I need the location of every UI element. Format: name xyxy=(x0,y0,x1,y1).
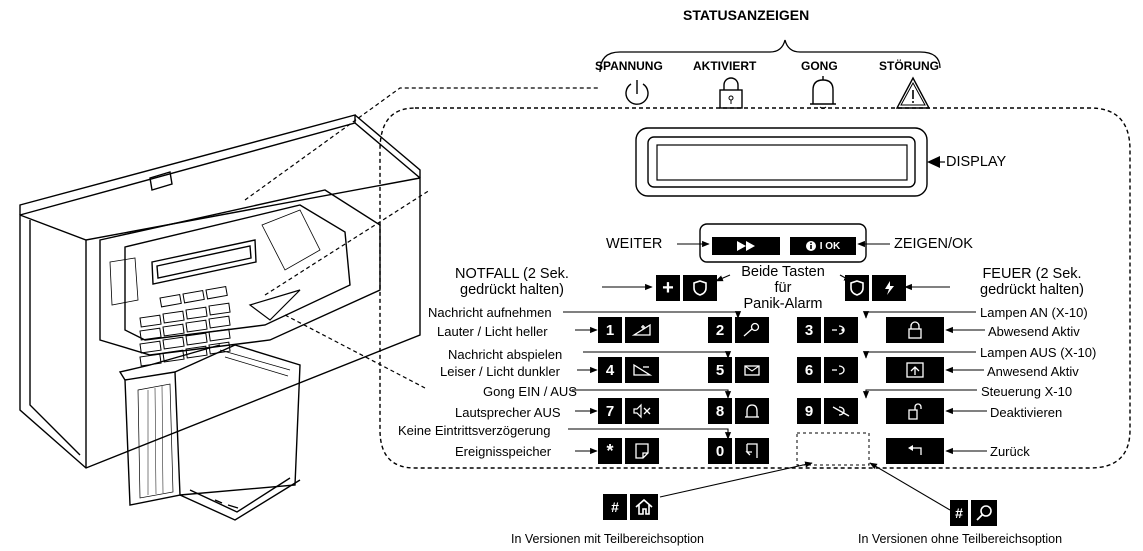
key-star-digit: * xyxy=(598,438,622,464)
event-log-icon xyxy=(625,438,659,464)
microphone-icon xyxy=(735,317,769,343)
caption-without-partition: In Versionen ohne Teilbereichsoption xyxy=(858,532,1063,546)
feuer-line-1: FEUER (2 Sek. xyxy=(982,266,1082,282)
weiter-label: WEITER xyxy=(606,236,663,252)
key-6[interactable]: 6 xyxy=(797,357,858,383)
label-leiser: Leiser / Licht dunkler xyxy=(440,364,560,379)
speaker-mute-icon xyxy=(625,398,659,424)
pointer-arrow xyxy=(248,289,301,321)
status-label-stoerung: STÖRUNG xyxy=(879,59,939,73)
notfall-label: NOTFALL (2 Sek. gedrückt halten) xyxy=(427,266,597,298)
panic-note-line-1: Beide Tasten xyxy=(741,264,825,280)
padlock-icon xyxy=(908,321,922,339)
label-lautsprecher-aus: Lautsprecher AUS xyxy=(455,405,561,420)
label-anwesend: Anwesend Aktiv xyxy=(987,364,1079,379)
label-nachricht-abspielen: Nachricht abspielen xyxy=(448,347,563,362)
info-icon xyxy=(805,241,816,251)
home-arm-icon xyxy=(906,362,924,378)
key-9[interactable]: 9 xyxy=(797,398,858,424)
shield-icon xyxy=(683,275,717,301)
x10-control-icon xyxy=(824,398,858,424)
feuer-line-2: gedrückt halten) xyxy=(980,282,1084,298)
notfall-line-1: NOTFALL (2 Sek. xyxy=(455,266,569,282)
label-abwesend: Abwesend Aktiv xyxy=(988,324,1080,339)
panic-note: Beide Tasten für Panik-Alarm xyxy=(724,264,842,312)
key-6-digit: 6 xyxy=(797,357,821,383)
key-5-digit: 5 xyxy=(708,357,732,383)
key-1[interactable]: 1 xyxy=(598,317,659,343)
bell-icon xyxy=(810,76,836,110)
plus-icon: + xyxy=(656,275,680,301)
status-title: STATUSANZEIGEN xyxy=(683,7,810,23)
key-3[interactable]: 3 xyxy=(797,317,858,343)
display-label: DISPLAY xyxy=(946,154,1007,170)
status-label-gong: GONG xyxy=(801,59,838,73)
label-lampen-an: Lampen AN (X-10) xyxy=(980,305,1088,320)
zeigen-ok-button[interactable]: I OK xyxy=(790,237,856,255)
flame-icon xyxy=(872,275,906,301)
key-8-digit: 8 xyxy=(708,398,732,424)
key-2[interactable]: 2 xyxy=(708,317,769,343)
label-lauter: Lauter / Licht heller xyxy=(437,324,548,339)
key-5[interactable]: 5 xyxy=(708,357,769,383)
hash-key-partition[interactable]: # xyxy=(603,494,658,520)
lamp-off-icon xyxy=(824,357,858,383)
volume-up-icon xyxy=(625,317,659,343)
door-entry-icon xyxy=(735,438,769,464)
label-ereignisspeicher: Ereignisspeicher xyxy=(455,444,552,459)
volume-down-icon xyxy=(625,357,659,383)
power-icon xyxy=(625,80,649,105)
feuer-label: FEUER (2 Sek. gedrückt halten) xyxy=(952,266,1112,298)
label-zurueck: Zurück xyxy=(990,444,1030,459)
label-deaktivieren: Deaktivieren xyxy=(990,405,1063,420)
key-7-digit: 7 xyxy=(598,398,622,424)
ok-key-text: I OK xyxy=(819,240,841,252)
notfall-line-2: gedrückt halten) xyxy=(460,282,564,298)
hash-digit-2: # xyxy=(950,500,968,526)
caption-with-partition: In Versionen mit Teilbereichsoption xyxy=(511,532,704,546)
panic-note-line-2: für xyxy=(774,280,792,296)
panic-note-line-3: Panik-Alarm xyxy=(743,296,823,312)
zeigen-ok-label: ZEIGEN/OK xyxy=(894,236,973,252)
emergency-key[interactable]: + xyxy=(656,275,717,301)
open-padlock-icon xyxy=(908,403,922,420)
key-star[interactable]: * xyxy=(598,438,659,464)
search-icon xyxy=(971,500,997,526)
status-label-aktiviert: AKTIVIERT xyxy=(693,59,757,73)
weiter-button[interactable] xyxy=(712,237,780,255)
key-8[interactable]: 8 xyxy=(708,398,769,424)
key-7[interactable]: 7 xyxy=(598,398,659,424)
status-label-spannung: SPANNUNG xyxy=(595,59,663,73)
label-steuerung-x10: Steuerung X-10 xyxy=(981,384,1073,399)
padlock-icon xyxy=(719,77,743,109)
key-away[interactable] xyxy=(886,317,944,343)
key-back[interactable] xyxy=(886,438,944,464)
key-3-digit: 3 xyxy=(797,317,821,343)
label-keine-eintrittsverzoegerung: Keine Eintrittsverzögerung xyxy=(398,423,551,438)
home-icon xyxy=(630,494,658,520)
key-home[interactable] xyxy=(886,357,944,383)
fast-forward-icon xyxy=(737,241,755,251)
key-0[interactable]: 0 xyxy=(708,438,769,464)
key-0-digit: 0 xyxy=(708,438,732,464)
bell-icon xyxy=(735,398,769,424)
key-1-digit: 1 xyxy=(598,317,622,343)
hash-digit-1: # xyxy=(603,494,627,520)
label-gong: Gong EIN / AUS xyxy=(483,384,577,399)
warning-triangle-icon xyxy=(895,76,931,109)
envelope-icon xyxy=(735,357,769,383)
key-4-digit: 4 xyxy=(598,357,622,383)
label-nachricht-aufnehmen: Nachricht aufnehmen xyxy=(428,305,552,320)
key-2-digit: 2 xyxy=(708,317,732,343)
lamp-on-icon xyxy=(824,317,858,343)
key-4[interactable]: 4 xyxy=(598,357,659,383)
label-lampen-aus: Lampen AUS (X-10) xyxy=(980,345,1097,360)
key-disarm[interactable] xyxy=(886,398,944,424)
hash-key-no-partition[interactable]: # xyxy=(950,500,997,526)
key-9-digit: 9 xyxy=(797,398,821,424)
back-arrow-icon xyxy=(908,445,922,455)
